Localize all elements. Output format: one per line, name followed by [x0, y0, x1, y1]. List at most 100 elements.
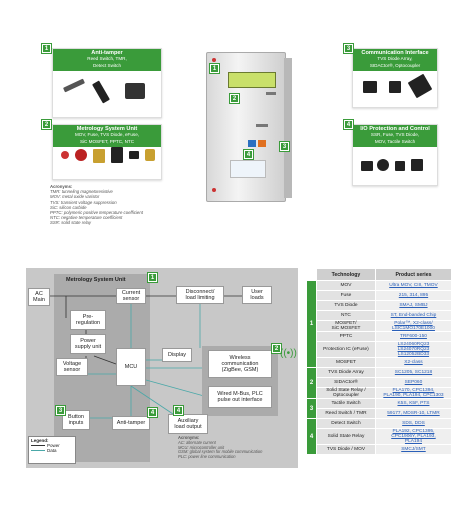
- table-technology-cell: Detect Switch: [316, 418, 376, 429]
- fuse-component-icon: [377, 159, 389, 171]
- table-product-link[interactable]: X2-class: [374, 357, 453, 368]
- acronym-line: AC: alternate current: [178, 439, 216, 445]
- card-metrology-title: Metrology System Unit: [53, 125, 161, 132]
- metrology-unit-title: Metrology System Unit: [66, 277, 126, 283]
- card-communication-title: Communication Interface: [353, 49, 437, 56]
- card-io-number: 4: [344, 120, 353, 129]
- tmr-component-icon: [92, 80, 110, 104]
- acronym-line: GSM: global system for mobile communicat…: [178, 449, 263, 455]
- meter-button-orange-icon: [258, 140, 266, 147]
- table-product-link[interactable]: PLA192, CPC1395, CPC1906Y, PLA193, PLA19…: [374, 428, 453, 445]
- table-product-link[interactable]: SDS, DDS: [374, 418, 453, 429]
- acronym-line: MOV: metal oxide varistor: [50, 194, 100, 200]
- diagram-acronyms: Acronyms: AC: alternate current MCU: mic…: [178, 435, 298, 460]
- legend-title: Legend:: [31, 438, 49, 443]
- mov-component-icon: [75, 149, 87, 161]
- card-antitamper-number: 1: [42, 44, 51, 53]
- mosfet-component-icon: [111, 147, 123, 163]
- card-communication-number: 3: [344, 44, 353, 53]
- card-metrology-line-1: MOV, Fuse, TVS Diode, eFuse,: [53, 132, 161, 140]
- tvs-diode-component-icon: [395, 161, 405, 171]
- acronym-line: MCU: microcontroller unit: [178, 444, 225, 450]
- legend-data-label: Data: [47, 448, 57, 453]
- acronym-line: PPTC: polymeric positive temperature coe…: [50, 210, 143, 216]
- legend-data-line-icon: [31, 450, 45, 451]
- tvs-diode-component-icon: [129, 151, 139, 159]
- ac-main-block: AC Main: [28, 288, 50, 306]
- meter-button-blue-icon: [248, 140, 256, 147]
- tvs-array-component-icon: [363, 81, 377, 93]
- card-metrology: Metrology System Unit MOV, Fuse, TVS Dio…: [52, 124, 162, 180]
- table-product-link[interactable]: 215, 314, 895: [374, 290, 453, 301]
- legend-data-row: Data: [31, 448, 73, 453]
- pptc-component-icon: [145, 149, 155, 161]
- wireless-antenna-icon: ((•)): [280, 348, 297, 359]
- table-product-link[interactable]: SMCJ/SMT: [374, 444, 453, 455]
- table-product-link[interactable]: LS24060RQ23 LS24070RQ23 LS12052BD33: [374, 341, 453, 358]
- wired-interface-block: Wired M-Bus, PLC pulse out interface: [208, 386, 272, 408]
- table-product-link[interactable]: TRF600-150: [374, 331, 453, 342]
- meter-display: [228, 72, 276, 88]
- disconnect-block: Disconnect/ load limiting: [176, 286, 224, 304]
- card-antitamper-title: Anti-tamper: [53, 49, 161, 56]
- card-io: I/O Protection and Control SSR, Fuse, TV…: [352, 124, 438, 186]
- card-io-line-1: SSR, Fuse, TVS Diode,: [353, 132, 437, 140]
- reed-switch-component-icon: [62, 78, 86, 93]
- table-product-link[interactable]: Ultra MOV, CIII, TMOV: [374, 280, 453, 291]
- card-metrology-number: 2: [42, 120, 51, 129]
- table-row: Protection IC (eFuse)LS24060RQ23 LS24070…: [307, 341, 453, 358]
- block-diagram: Metrology System Unit 1 AC Main Current …: [26, 268, 298, 468]
- table-group-number: 3: [306, 398, 317, 419]
- table-product-link[interactable]: Polar™, X2-class/ LSIC1MO170E1000: [374, 320, 453, 332]
- acronym-line: NTC: negative temperature coefficient: [50, 215, 123, 221]
- button-inputs-block: Button inputs: [62, 410, 90, 430]
- card-communication-line-2: SIDACtor®, Optocoupler: [353, 63, 437, 71]
- table-product-link[interactable]: SEP060: [374, 377, 453, 388]
- table-product-link[interactable]: K5S, K5F, PTS: [374, 398, 453, 409]
- aux-load-block: Auxiliary load output: [168, 414, 208, 434]
- card-antitamper-line-1: Reed Switch, TMR,: [53, 56, 161, 64]
- table-product-link[interactable]: PLA170, CPC1394, PLA190, PLA194, CPC1303: [374, 387, 453, 399]
- sidactor-component-icon: [389, 81, 401, 93]
- power-supply-block: Power supply unit: [70, 334, 106, 354]
- acronym-line: SiC: silicon carbide: [50, 204, 87, 210]
- diagram-acronyms-title: Acronyms:: [178, 435, 200, 440]
- voltage-sensor-block: Voltage sensor: [56, 358, 88, 376]
- table-technology-cell: SIDACtor®: [316, 377, 376, 388]
- table-product-link[interactable]: SC1205, SC1218: [374, 367, 453, 378]
- metrology-unit-number: 1: [148, 273, 157, 282]
- card-io-title: I/O Protection and Control: [353, 125, 437, 132]
- table-technology-cell: MOSFET/ SiC MOSFET: [316, 320, 376, 332]
- legend-power-line-icon: [31, 445, 45, 446]
- table-product-link[interactable]: ST, End-banded Chip: [374, 310, 453, 321]
- table-technology-cell: MOV: [316, 280, 376, 291]
- wireless-block: Wireless communication (ZigBee, GSM): [208, 350, 272, 378]
- table-product-link[interactable]: 59177, MDSR-10, LTMR: [374, 408, 453, 419]
- user-loads-block: User loads: [242, 286, 272, 304]
- table-group-number: 4: [306, 418, 317, 455]
- mcu-block: MCU: [116, 348, 146, 386]
- table-header-row: Technology Product series: [306, 268, 453, 281]
- current-sensor-block: Current sensor: [116, 288, 146, 304]
- meter-callout-1: 1: [210, 64, 219, 73]
- meter-callout-4: 4: [244, 150, 253, 159]
- table-product-link[interactable]: SMAJ, SMBJ: [374, 300, 453, 311]
- comm-area-number: 2: [272, 344, 281, 353]
- table-technology-cell: Solid State Relay: [316, 428, 376, 445]
- acronym-line: TMR: tunneling magnetoresistive: [50, 189, 113, 195]
- ssr-component-icon: [361, 161, 373, 171]
- card-communication: Communication Interface TVS Diode Array,…: [352, 48, 438, 108]
- meter-callout-2: 2: [230, 94, 239, 103]
- ntc-component-icon: [61, 151, 69, 159]
- fuse-component-icon: [93, 149, 105, 163]
